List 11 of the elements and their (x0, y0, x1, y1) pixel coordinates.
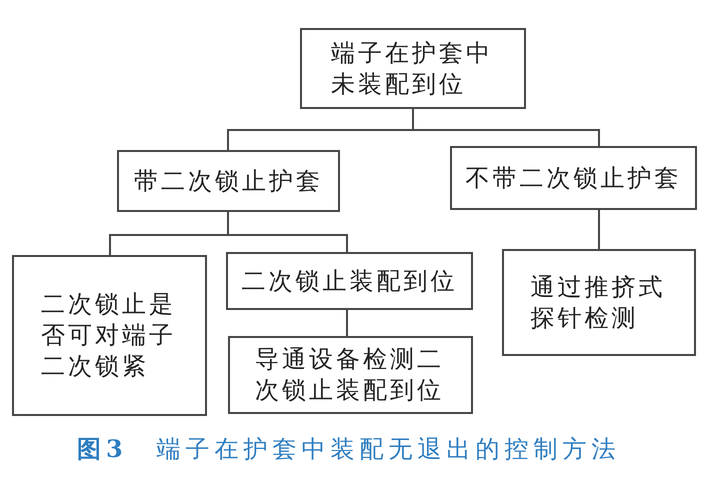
process-box: 带二次锁止护套 (117, 150, 340, 212)
process-box: 二次锁止装配到位 (226, 252, 473, 310)
process-box: 导通设备检测二次锁止装配到位 (228, 336, 473, 414)
process-box: 通过推挤式探针检测 (502, 249, 696, 356)
process-box: 二次锁止是否可对端子二次锁紧 (12, 255, 207, 416)
connector-line (598, 210, 600, 249)
connector-line (346, 310, 348, 336)
process-box: 端子在护套中未装配到位 (300, 28, 526, 109)
connector-line (412, 109, 600, 146)
figure-caption: 图3 端子在护套中装配无退出的控制方法 (77, 434, 621, 464)
process-box: 不带二次锁止护套 (450, 146, 697, 210)
